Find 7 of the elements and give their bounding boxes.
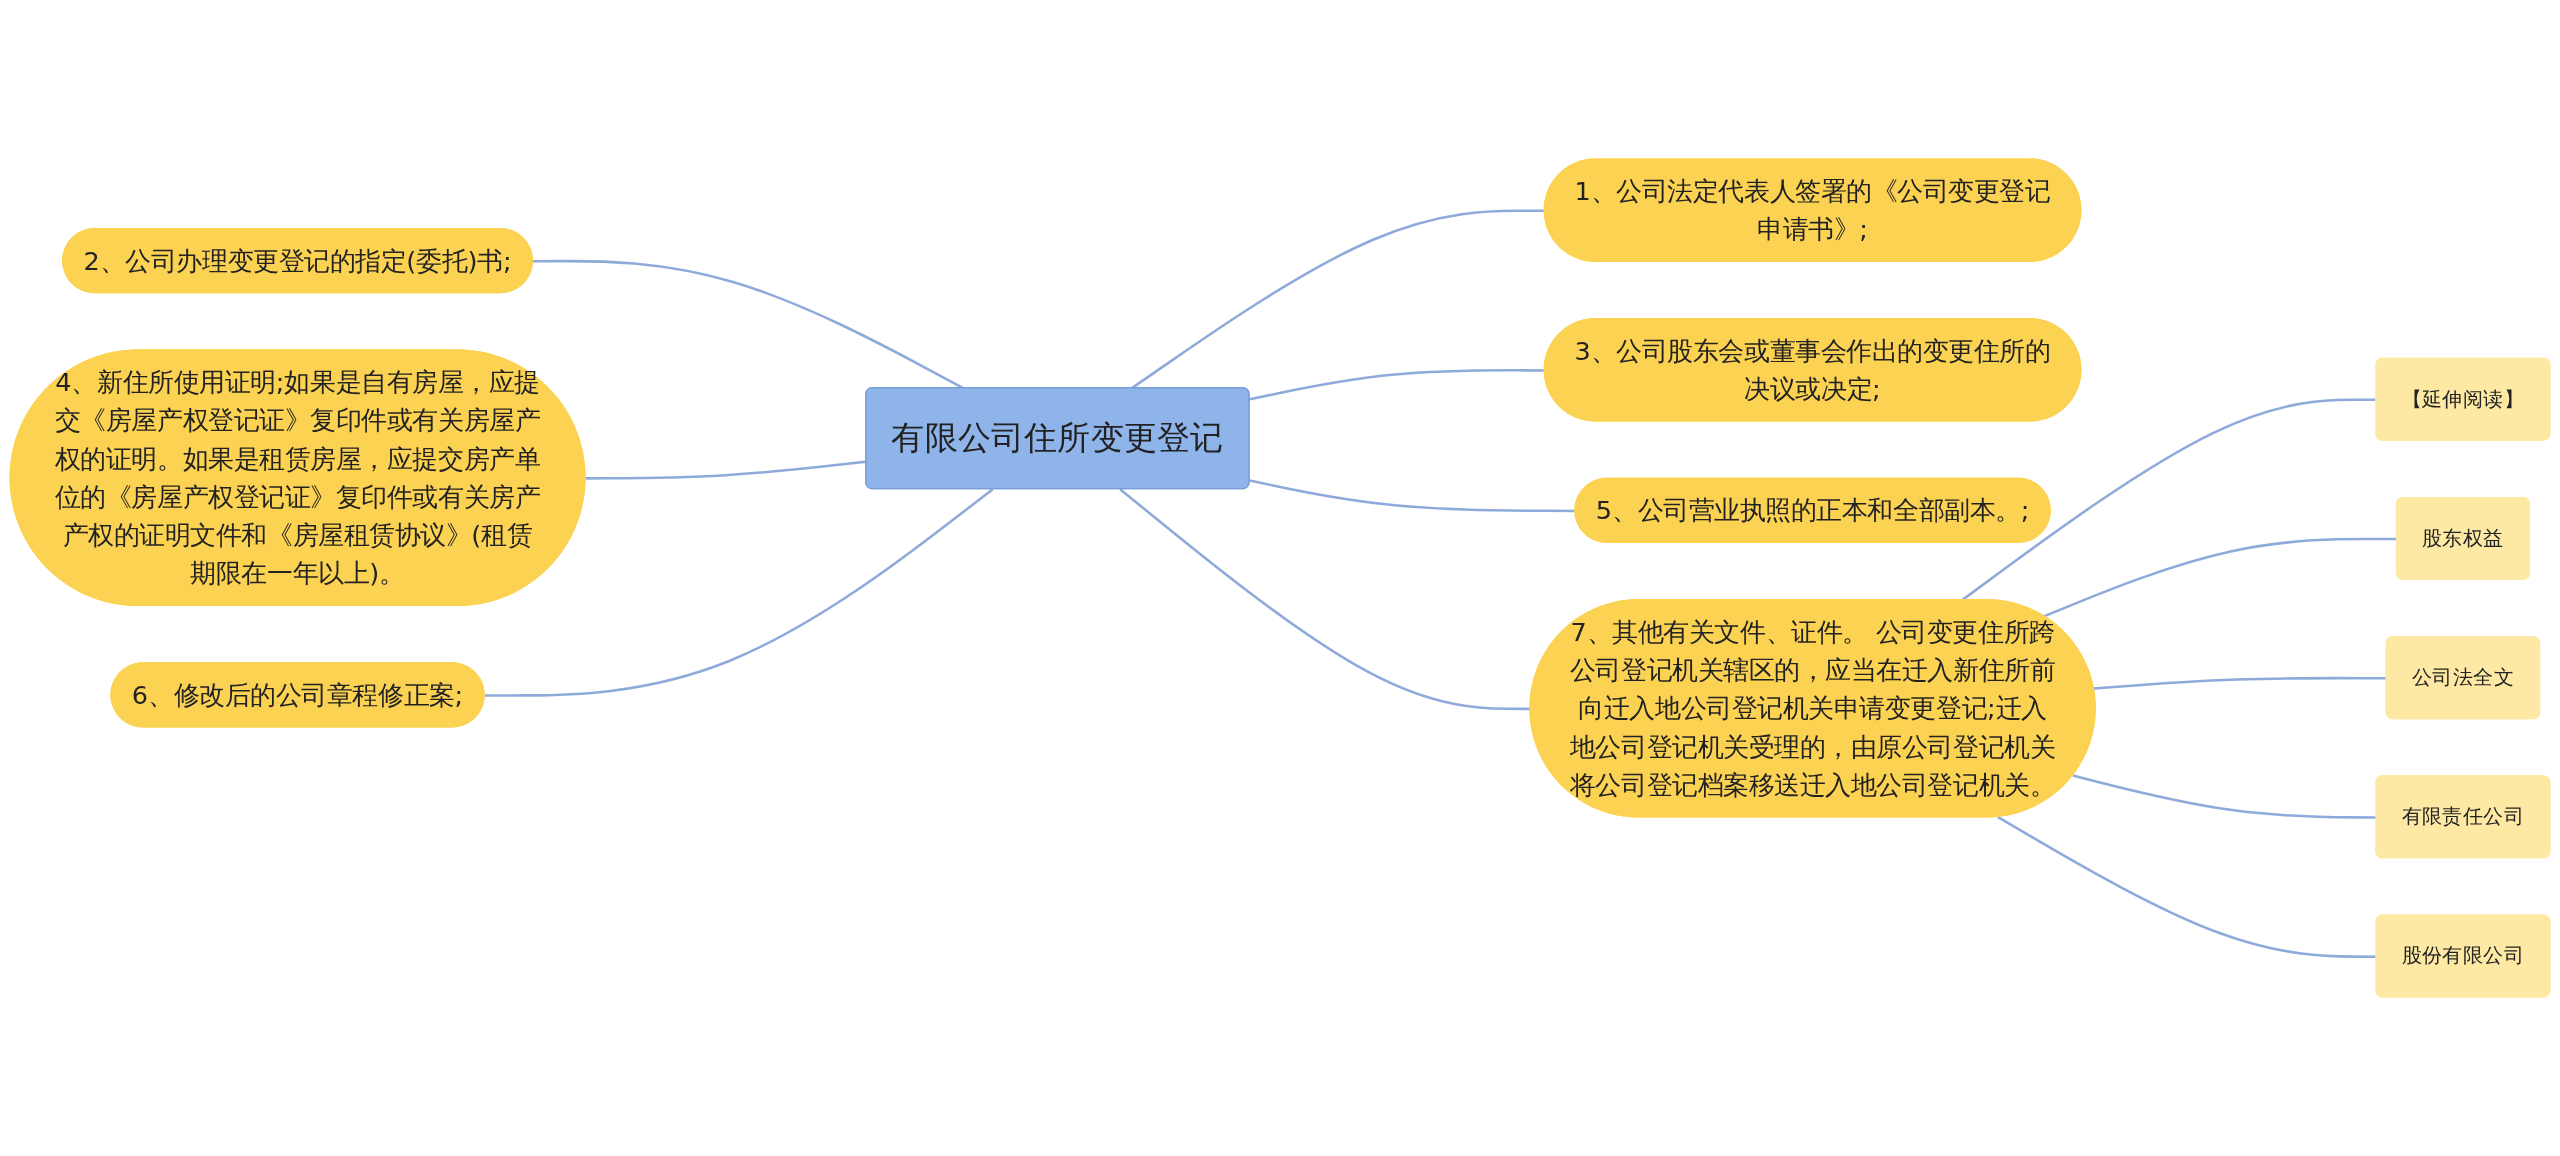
connector: [2093, 676, 2387, 690]
connector: [1249, 479, 1576, 513]
connector: [1119, 488, 1531, 711]
connector: [484, 488, 994, 697]
connector: [2072, 774, 2377, 819]
connector: [1249, 369, 1545, 401]
connector: [1996, 815, 2377, 958]
